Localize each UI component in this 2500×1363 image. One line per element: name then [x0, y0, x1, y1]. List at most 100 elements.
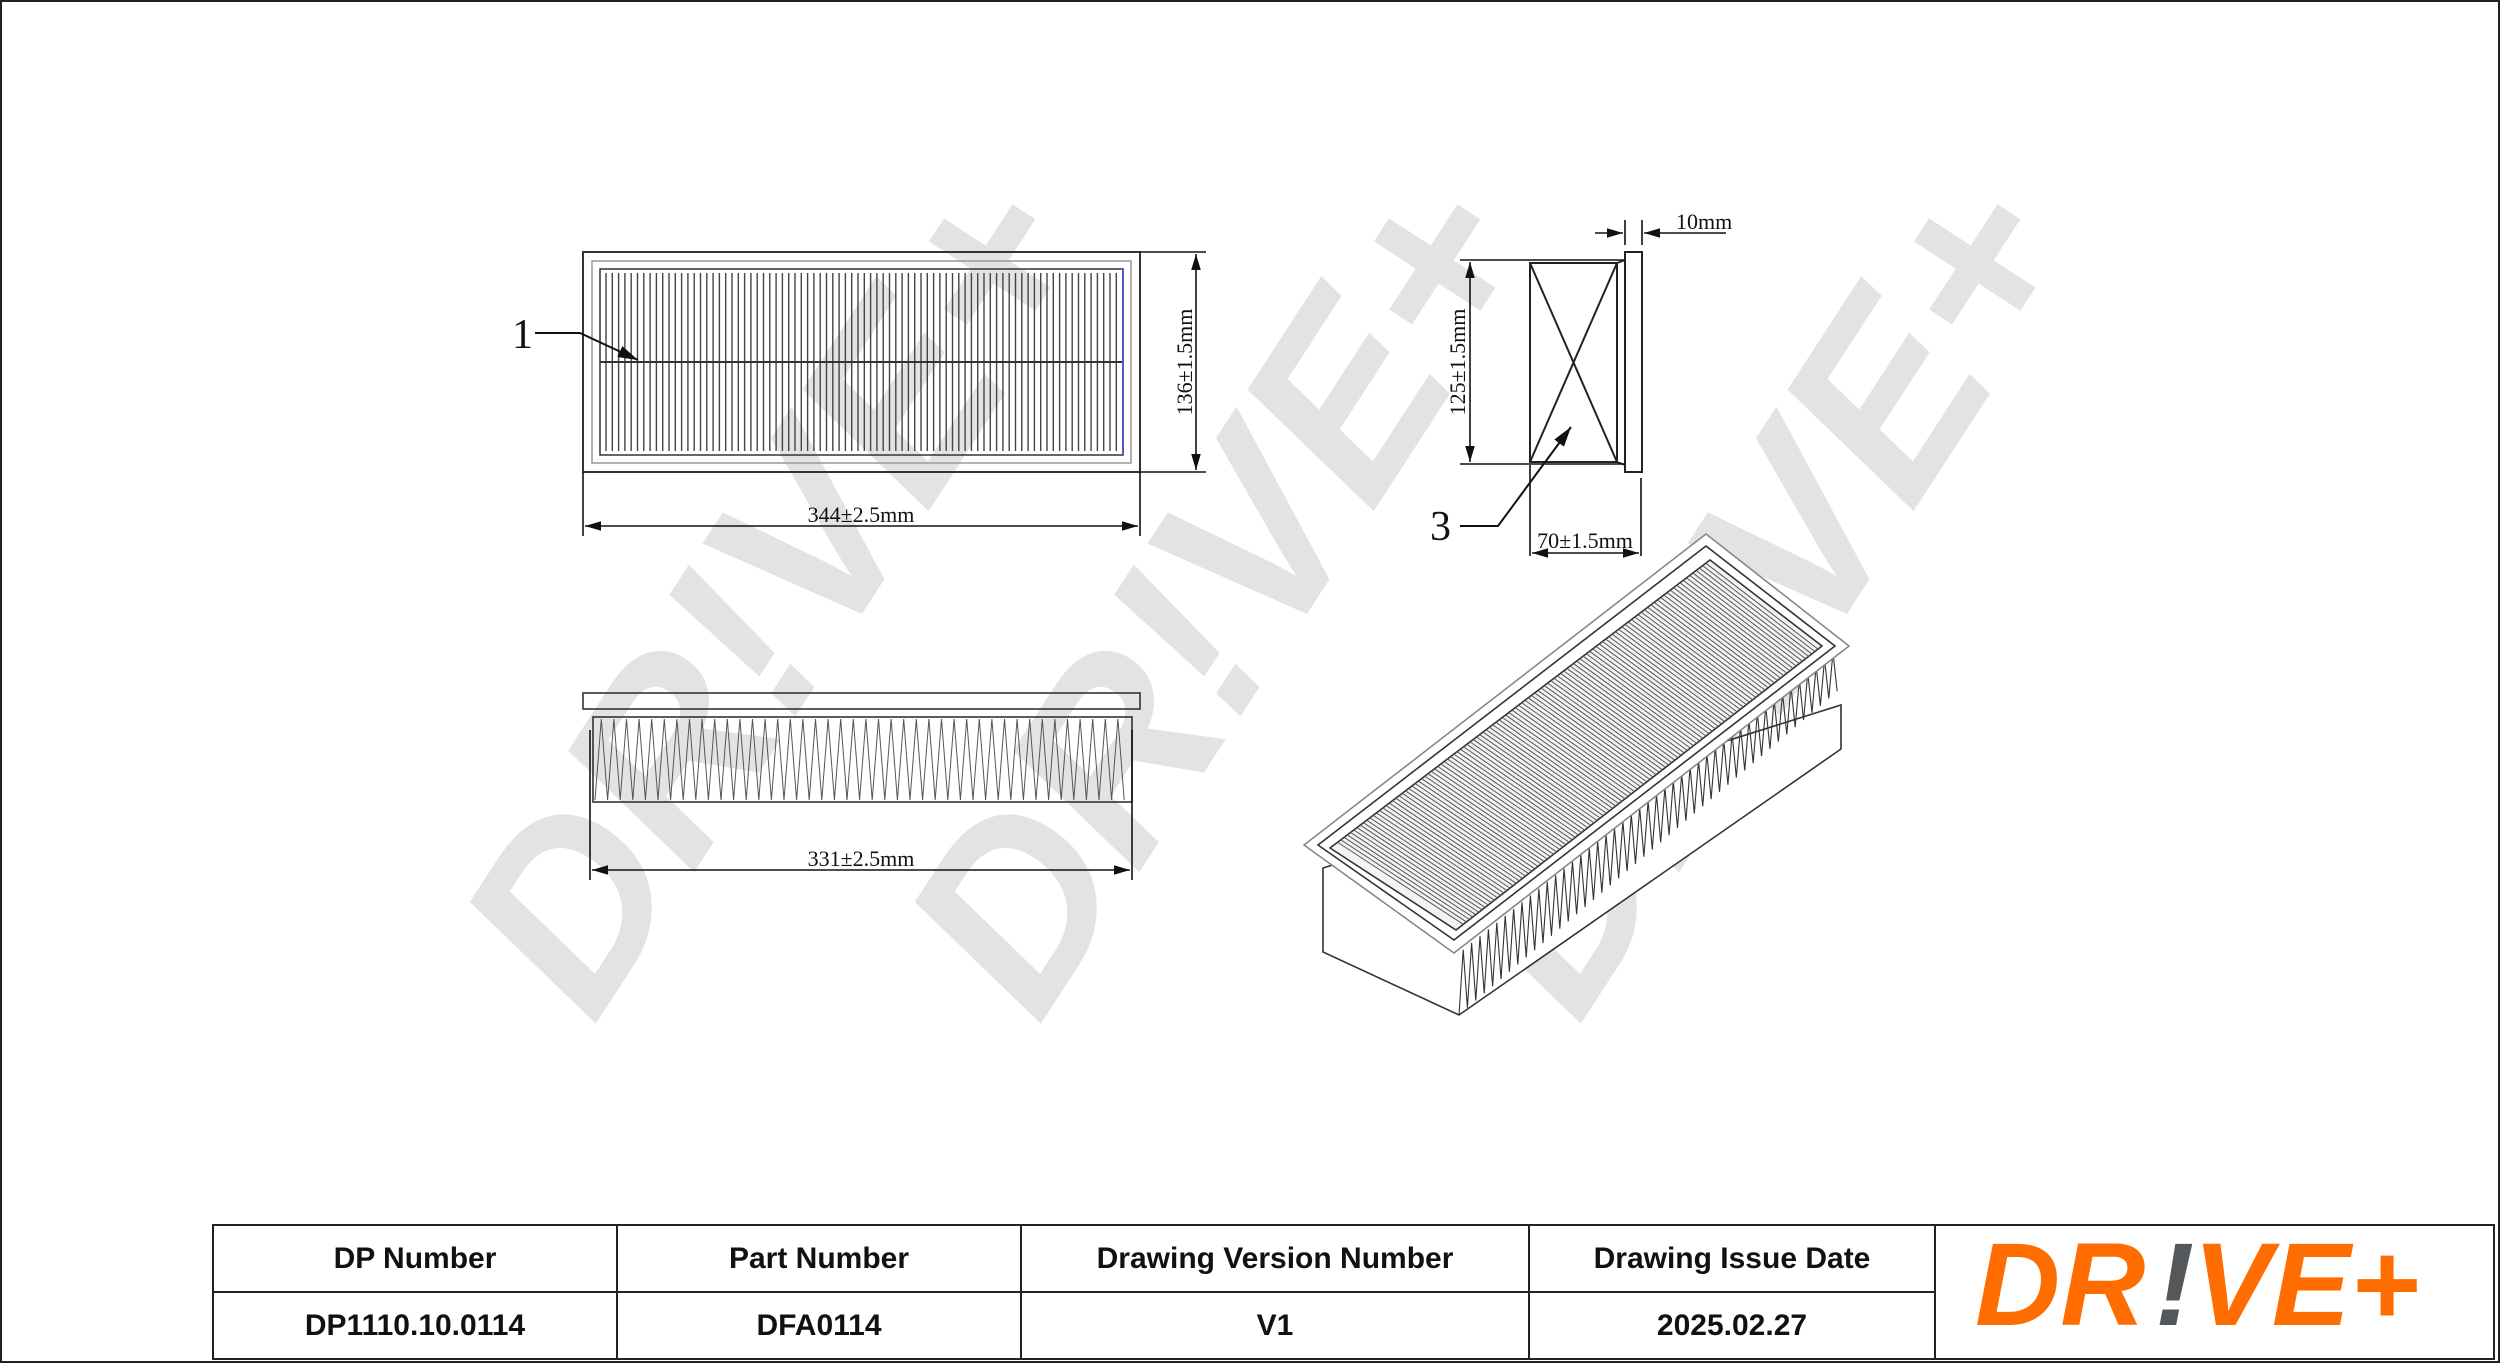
pleat-line	[1369, 817, 1495, 901]
pleat-line	[1376, 812, 1501, 896]
pleat-line	[1414, 783, 1539, 867]
pleat-line	[1640, 611, 1757, 698]
header-drawing-version: Drawing Version Number	[1020, 1224, 1530, 1293]
pleat-line	[1679, 582, 1794, 669]
dim-bottom-length: 331±2.5mm	[589, 730, 1133, 880]
pleat-line	[1695, 570, 1809, 657]
pleat-line	[1379, 809, 1505, 894]
pleat-line	[1566, 668, 1685, 754]
pleat-line	[1430, 770, 1554, 855]
pleat-line	[1563, 670, 1682, 756]
pleat-line	[1534, 692, 1654, 778]
pleat-line	[1511, 709, 1632, 795]
svg-text:VE+: VE+	[2193, 1233, 2419, 1343]
pleat-line	[1576, 660, 1694, 747]
pleat-line	[1363, 822, 1489, 906]
pleat-line	[1401, 792, 1526, 877]
pleat-line	[1669, 589, 1785, 677]
pleat-line	[1660, 597, 1775, 684]
pleat-line	[1608, 636, 1725, 722]
pleat-line	[1398, 795, 1523, 879]
pleat-line	[1492, 724, 1613, 809]
callout-1: 1	[512, 312, 639, 361]
pleat-line	[1653, 601, 1769, 689]
pleat-line	[1340, 839, 1467, 923]
pleat-line	[1602, 641, 1719, 727]
svg-text:331±2.5mm: 331±2.5mm	[808, 846, 915, 871]
pleat-line	[1453, 753, 1576, 838]
pleat-line	[1469, 741, 1592, 826]
drive-logo-icon: DR ! VE+	[1975, 1219, 2419, 1351]
pleat-line	[1437, 765, 1561, 850]
pleat-line	[1666, 592, 1781, 679]
dim-width: 136±1.5mm	[1140, 251, 1206, 473]
pleat-line	[1663, 594, 1778, 681]
svg-text:125±1.5mm: 125±1.5mm	[1445, 309, 1470, 416]
pleat-line	[1518, 704, 1638, 790]
title-block: DP Number Part Number Drawing Version Nu…	[212, 1219, 2495, 1360]
pleat-line	[1372, 814, 1498, 899]
pleat-line	[1463, 746, 1585, 831]
pleat-line	[1531, 694, 1651, 780]
svg-text:344±2.5mm: 344±2.5mm	[808, 502, 915, 527]
pleat-line	[1589, 650, 1707, 737]
pleat-line	[1553, 677, 1673, 763]
pleat-line	[1434, 768, 1557, 853]
pleat-line	[1611, 633, 1729, 720]
dim-length: 344±2.5mm	[582, 472, 1141, 536]
pleat-line	[1337, 841, 1464, 925]
dim-height: 70±1.5mm	[1529, 465, 1642, 558]
pleat-line	[1476, 736, 1598, 821]
pleat-line	[1689, 575, 1803, 662]
pleat-line	[1598, 643, 1716, 730]
pleat-line	[1644, 609, 1760, 696]
pleat-line	[1411, 785, 1536, 870]
issue-date-value: 2025.02.27	[1528, 1291, 1936, 1360]
pleat-line	[1460, 748, 1582, 833]
pleat-line	[1485, 729, 1607, 814]
header-issue-date: Drawing Issue Date	[1528, 1224, 1936, 1293]
pleat-line	[1657, 599, 1772, 686]
pleat-line	[1647, 606, 1763, 693]
pleat-line	[1560, 672, 1679, 759]
pleat-line	[1456, 751, 1579, 836]
pleat-line	[1466, 743, 1589, 829]
pleat-line	[1550, 680, 1669, 766]
pleat-line	[1624, 623, 1741, 710]
pleat-line	[1579, 658, 1697, 744]
pleat-line	[1514, 707, 1635, 792]
pleat-line	[1450, 756, 1573, 841]
dim-flange: 10mm	[1595, 209, 1732, 245]
pleat-line	[1702, 565, 1816, 652]
pleat-line	[1673, 587, 1788, 674]
pleat-line	[1421, 778, 1545, 862]
pleat-line	[1418, 780, 1542, 865]
pleat-line	[1521, 702, 1641, 788]
pleat-line	[1615, 631, 1732, 718]
pleat-line	[1366, 819, 1492, 904]
pleat-line	[1424, 775, 1548, 860]
pleat-line	[1592, 648, 1710, 735]
pleat-line	[1540, 687, 1660, 773]
pleat-line	[1385, 805, 1511, 889]
pleat-line	[1650, 604, 1766, 691]
isometric-view	[1302, 532, 1851, 1016]
pleat-line	[1489, 726, 1610, 812]
pleat-line	[1382, 807, 1508, 891]
pleat-line	[1605, 638, 1722, 725]
pleat-line	[1392, 800, 1517, 884]
pleat-line	[1524, 699, 1645, 785]
pleat-line	[1686, 577, 1800, 665]
pleat-line	[1618, 628, 1735, 715]
drawing-version-value: V1	[1020, 1291, 1530, 1360]
pleat-line	[1356, 827, 1483, 911]
pleat-line	[1427, 773, 1551, 858]
pleat-line	[1682, 579, 1797, 667]
pleat-zigzag	[594, 718, 1125, 801]
svg-text:136±1.5mm: 136±1.5mm	[1172, 309, 1197, 416]
callout-3: 3	[1430, 426, 1572, 550]
pleat-line	[1595, 645, 1713, 732]
pleat-line	[1472, 739, 1595, 824]
pleat-line	[1631, 619, 1747, 706]
